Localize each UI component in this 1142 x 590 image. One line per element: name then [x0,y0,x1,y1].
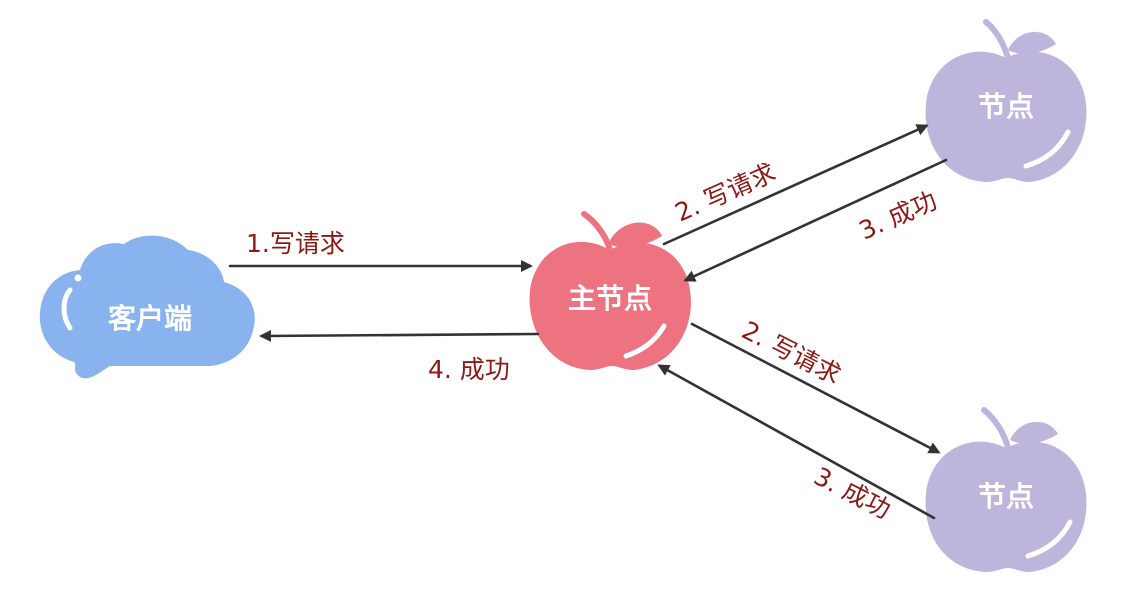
edge-label-master-to-client: 4. 成功 [428,355,510,384]
replica-bottom-node[interactable]: 节点 [925,407,1087,572]
replica-bottom-highlight [1025,519,1073,559]
arrow-master-to-client [259,329,540,342]
master-apple-shape [529,241,691,370]
replica-top-stem [983,19,1011,61]
client-node[interactable]: 客户端 [39,235,255,379]
replica-top-label: 节点 [978,90,1034,123]
edge-label-bottom-to-master: 3. 成功 [809,462,895,525]
edge-label-top-to-master: 3. 成功 [855,186,942,246]
master-leaf-icon [608,222,662,248]
replica-top-apple-shape [925,51,1087,182]
master-label: 主节点 [568,282,652,315]
master-apple-highlight [623,323,667,359]
cloud-highlight [61,287,73,331]
replica-bottom-label: 节点 [978,480,1034,513]
client-label: 客户端 [108,302,192,335]
arrow-master-to-bottom [690,322,941,454]
replica-bottom-leaf-icon [1010,421,1058,444]
arrow-top-to-master [683,158,948,282]
arrow-master-to-top [662,124,929,246]
master-node[interactable]: 主节点 [529,211,691,370]
replica-top-node[interactable]: 节点 [925,19,1087,182]
cloud-highlight-dot [74,274,82,282]
arrow-bottom-to-master [657,364,936,520]
master-stem [581,211,613,253]
replica-top-leaf-icon [1008,31,1056,54]
replica-top-highlight [1023,129,1071,169]
cloud-shape [39,235,255,379]
replica-bottom-apple-shape [925,441,1087,572]
edge-label-client-to-master: 1.写请求 [246,229,345,258]
replica-bottom-stem [981,407,1011,451]
edge-label-master-to-bottom: 2. 写请求 [737,316,845,390]
